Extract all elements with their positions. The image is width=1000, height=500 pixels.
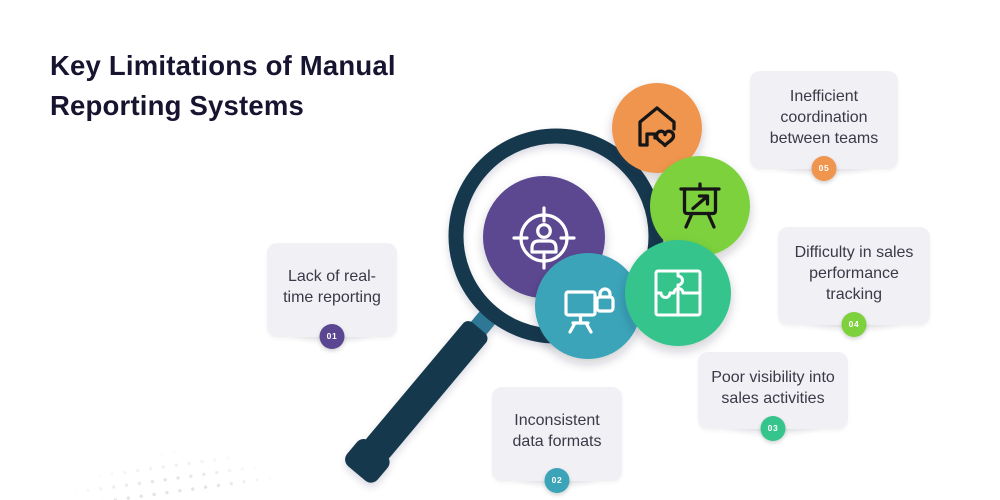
- badge-number: 04: [848, 319, 860, 330]
- callout-text: Difficulty in sales performance tracking: [794, 244, 914, 304]
- bubble-home-heart: [612, 83, 702, 173]
- number-badge: 01: [319, 324, 345, 350]
- magnifier-handle-cap: [345, 439, 390, 483]
- callout-text: Inefficient coordination between teams: [769, 88, 879, 148]
- page-title: Key Limitations of Manual Reporting Syst…: [50, 50, 396, 122]
- callout-card-difficulty-performance-tracking: Difficulty in sales performance tracking…: [778, 227, 930, 338]
- callout-card-poor-visibility: Poor visibility into sales activities 03: [698, 352, 848, 442]
- bubble-presentation-growth: [650, 156, 750, 256]
- bubble-screen-circle: [535, 253, 641, 359]
- callout-text: Lack of real-time reporting: [283, 268, 381, 307]
- bubble-screen-lock: [535, 253, 641, 359]
- callout-card-inefficient-coordination: Inefficient coordination between teams 0…: [750, 71, 898, 182]
- number-badge: 03: [760, 416, 786, 442]
- target-person-icon: [512, 206, 576, 270]
- badge-number: 02: [551, 475, 563, 486]
- bubble-puzzle: [625, 240, 731, 346]
- bubble-presentation-circle: [650, 156, 750, 256]
- number-badge: 02: [544, 468, 570, 494]
- bubble-home-circle: [612, 83, 702, 173]
- badge-number: 05: [818, 163, 830, 174]
- callout-card-lack-of-realtime-reporting: Lack of real-time reporting 01: [267, 243, 397, 350]
- screen-lock-icon: [564, 287, 615, 334]
- callout-text: Inconsistent data formats: [512, 412, 602, 451]
- badge-number: 03: [767, 423, 779, 434]
- home-heart-icon: [638, 106, 676, 148]
- callout-card-inconsistent-data-formats: Inconsistent data formats 02: [492, 387, 622, 494]
- number-badge: 05: [811, 156, 837, 182]
- badge-number: 01: [326, 331, 338, 342]
- magnifier-handle: [365, 321, 488, 460]
- presentation-growth-icon: [679, 182, 721, 229]
- number-badge: 04: [841, 312, 867, 338]
- puzzle-icon: [654, 269, 702, 317]
- callout-text: Poor visibility into sales activities: [711, 369, 835, 408]
